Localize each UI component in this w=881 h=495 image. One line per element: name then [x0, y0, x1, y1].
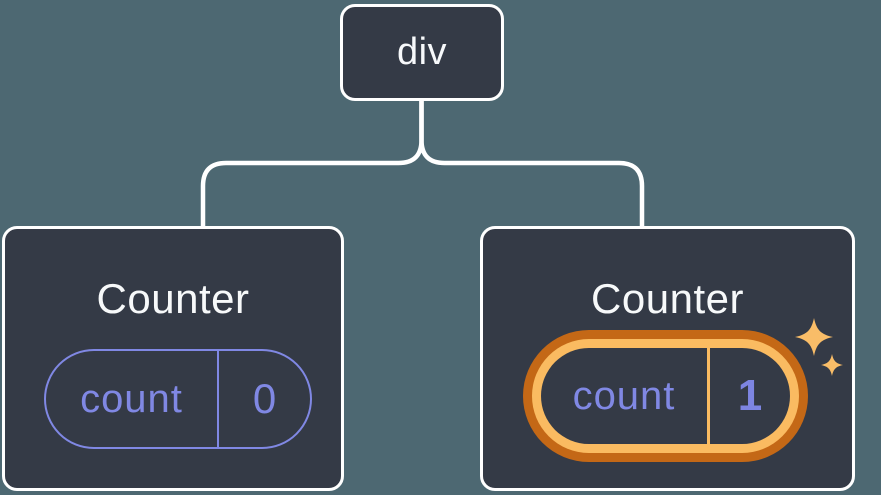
counter-title-left: Counter — [96, 275, 250, 322]
tree-root-node: div — [340, 4, 504, 101]
connector-branch-right — [419, 98, 645, 229]
state-value-left: 0 — [252, 375, 277, 422]
state-label-cell-left: count — [46, 351, 219, 447]
state-pill-right-highlighted: count 1 — [523, 330, 808, 462]
state-value-cell-left: 0 — [219, 351, 310, 447]
highlight-glow-ring: count 1 — [532, 339, 799, 453]
state-value-cell-right: 1 — [710, 348, 790, 444]
state-label-left: count — [80, 376, 183, 421]
connector-branch-left — [200, 98, 424, 229]
counter-card-right: Counter count 1 — [480, 226, 855, 491]
state-label-cell-right: count — [541, 348, 710, 444]
state-label-right: count — [572, 373, 676, 418]
counter-card-left: Counter count 0 — [2, 226, 344, 491]
state-pill-left: count 0 — [44, 349, 312, 449]
state-value-right: 1 — [737, 371, 763, 420]
root-node-label: div — [396, 31, 448, 73]
state-pill-right-inner: count 1 — [541, 348, 790, 444]
counter-title-right: Counter — [591, 275, 744, 322]
